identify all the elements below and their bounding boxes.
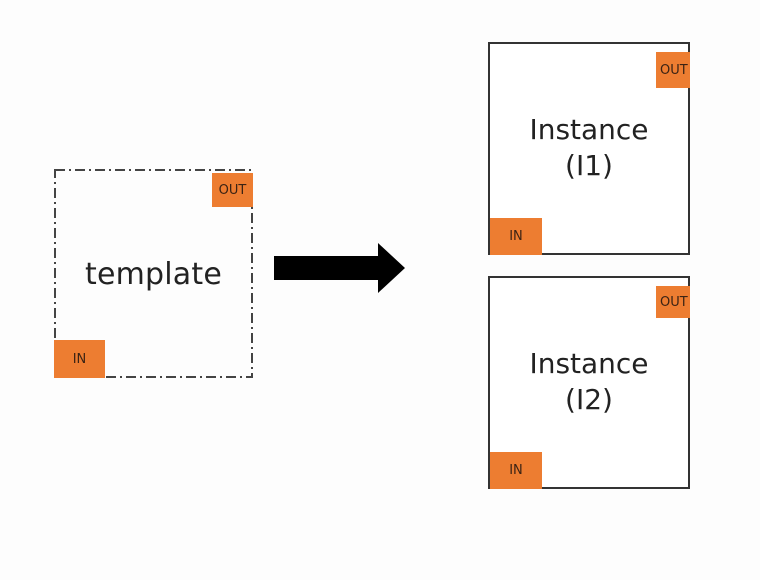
instance-title-line1: Instance xyxy=(529,113,649,146)
instance-title-line1: Instance xyxy=(529,347,649,380)
template-box: template OUT IN xyxy=(54,169,253,378)
instance-out-port: OUT xyxy=(656,52,690,88)
template-in-port: IN xyxy=(54,340,105,378)
template-out-port: OUT xyxy=(212,173,253,207)
instance-in-port: IN xyxy=(490,218,542,255)
instance-title: Instance (I1) xyxy=(490,112,688,184)
instance-title-line2: (I1) xyxy=(565,149,613,182)
template-dashed-border xyxy=(54,169,253,378)
instance-out-port: OUT xyxy=(656,286,690,318)
instance-title-line2: (I2) xyxy=(565,383,613,416)
instance-title: Instance (I2) xyxy=(490,346,688,418)
instance-in-port: IN xyxy=(490,452,542,489)
instance-box-i2: OUT Instance (I2) IN xyxy=(488,276,690,489)
instance-box-i1: OUT Instance (I1) IN xyxy=(488,42,690,255)
right-arrow-icon xyxy=(274,243,405,293)
template-label: template xyxy=(84,257,223,292)
